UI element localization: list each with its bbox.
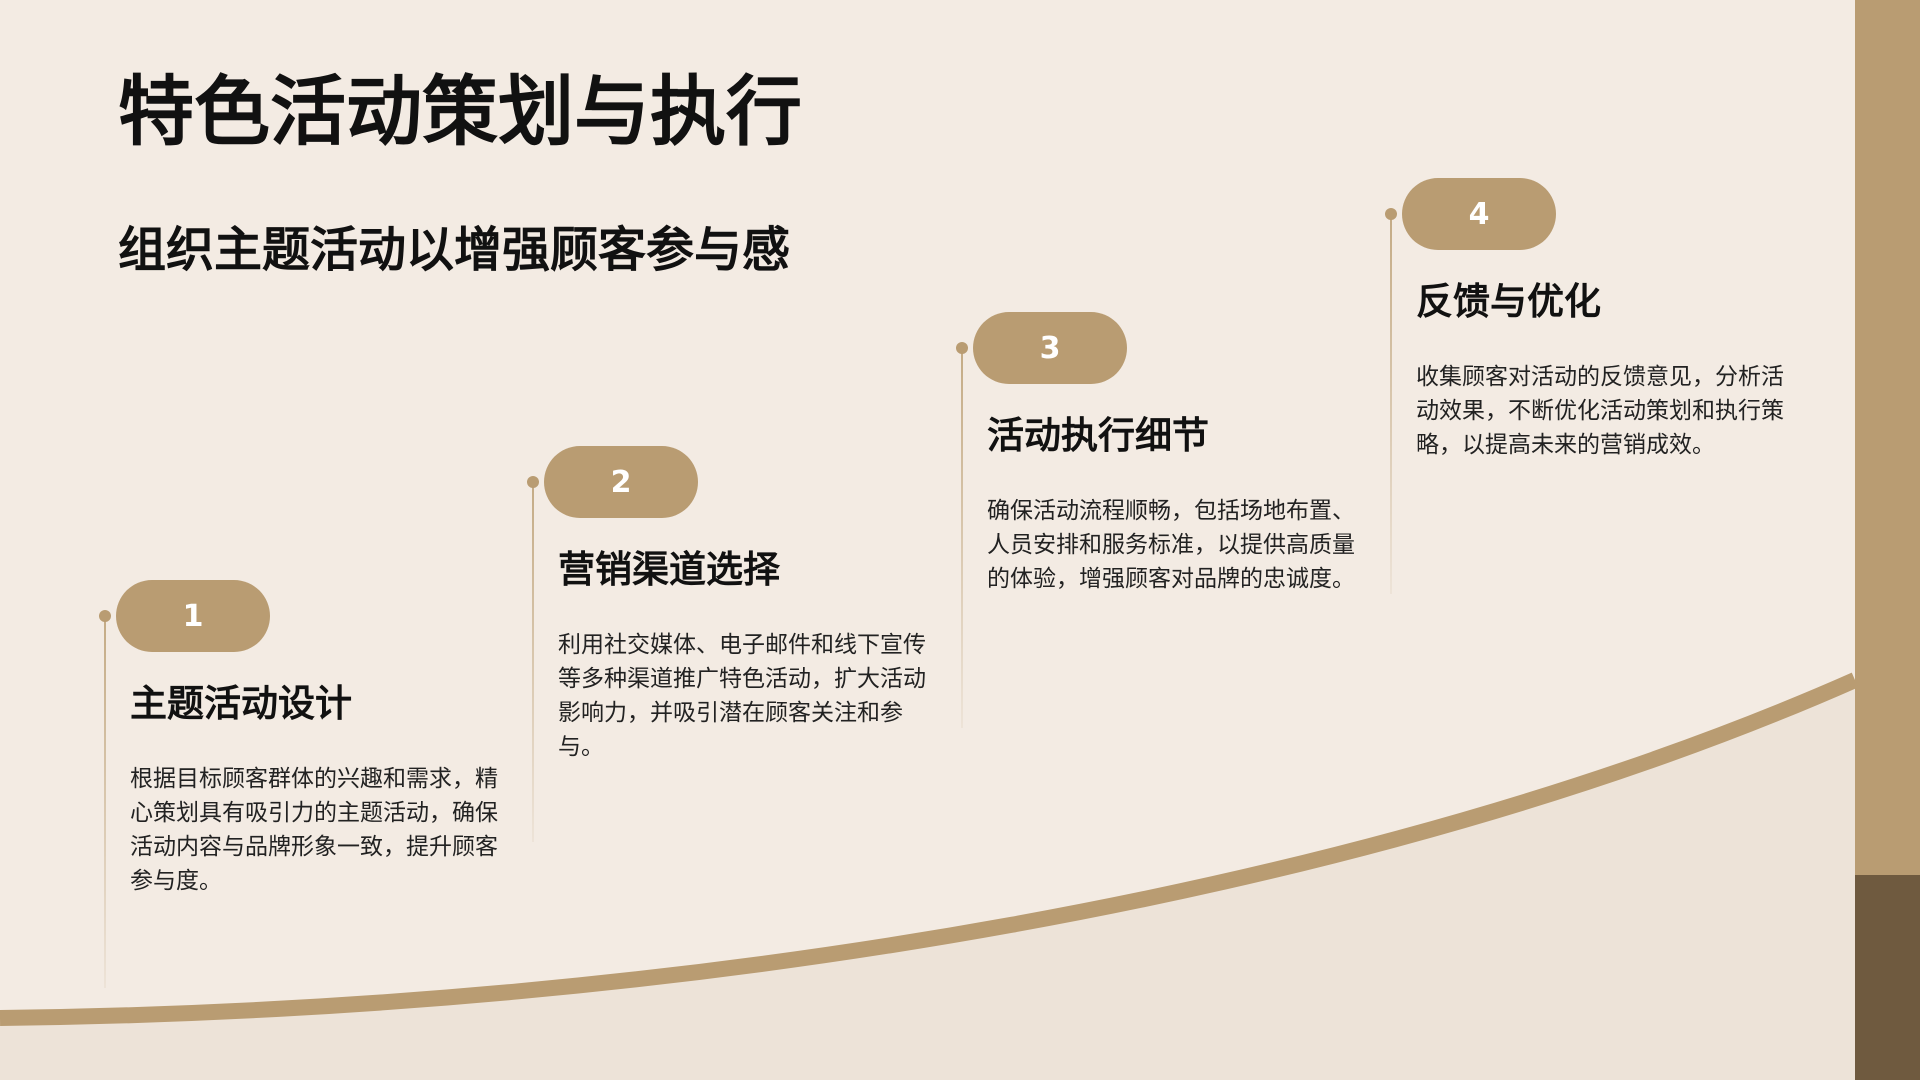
page-title: 特色活动策划与执行 xyxy=(118,67,802,156)
step-description: 利用社交媒体、电子邮件和线下宣传等多种渠道推广特色活动，扩大活动影响力，并吸引潜… xyxy=(558,632,926,760)
step-title: 活动执行细节 xyxy=(987,414,1209,457)
step-number-badge: 2 xyxy=(544,446,698,518)
step-description: 收集顾客对活动的反馈意见，分析活动效果，不断优化活动策划和执行策略，以提高未来的… xyxy=(1416,364,1784,458)
step-number-badge: 1 xyxy=(116,580,270,652)
step-description: 根据目标顾客群体的兴趣和需求，精心策划具有吸引力的主题活动，确保活动内容与品牌形… xyxy=(130,766,498,894)
step-marker-dot xyxy=(956,342,968,354)
decorative-right-bar xyxy=(1855,0,1920,875)
step-connector-line xyxy=(961,348,963,728)
step-marker-dot xyxy=(527,476,539,488)
step-number-badge: 3 xyxy=(973,312,1127,384)
step-title: 营销渠道选择 xyxy=(558,548,780,591)
decorative-right-bar-dark xyxy=(1855,875,1920,1080)
step-number-badge: 4 xyxy=(1402,178,1556,250)
step-description: 确保活动流程顺畅，包括场地布置、人员安排和服务标准，以提供高质量的体验，增强顾客… xyxy=(987,498,1355,592)
step-title: 反馈与优化 xyxy=(1416,280,1601,323)
step-connector-line xyxy=(104,616,106,988)
page-subtitle: 组织主题活动以增强顾客参与感 xyxy=(118,222,791,278)
step-connector-line xyxy=(1390,214,1392,594)
step-marker-dot xyxy=(1385,208,1397,220)
step-title: 主题活动设计 xyxy=(130,682,352,725)
step-marker-dot xyxy=(99,610,111,622)
step-connector-line xyxy=(532,482,534,842)
